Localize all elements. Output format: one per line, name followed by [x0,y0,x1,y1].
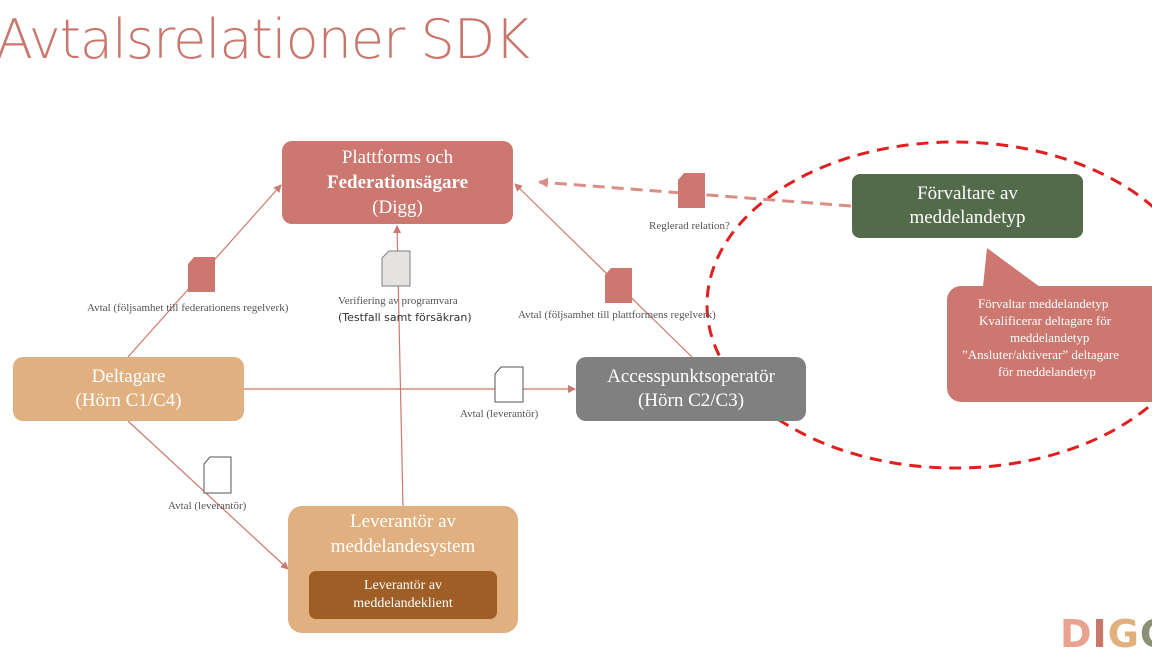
bubble-line-5: för meddelandetyp [998,364,1096,379]
owner-line2: Federationsägare [326,172,469,193]
bubble-line-1: Förvaltar meddelandetyp [978,296,1109,311]
document-icon-regulated [678,173,705,208]
owner-box: Plattforms och Federationsägare (Digg) [282,141,513,224]
supplier-line1: Leverantör av [349,511,457,532]
document-icon-federation [188,257,215,292]
label-agreement-platform: Avtal (följsamhet till plattformens rege… [518,309,716,321]
label-agreement-supplier-left: Avtal (leverantör) [168,500,247,512]
manager-line2: meddelandetyp [909,207,1026,228]
manager-description-bubble: Förvaltar meddelandetyp Kvalificerar del… [947,286,1152,402]
document-icon-verification [381,250,411,287]
participant-line2: (Hörn C1/C4) [75,390,182,411]
label-agreement-supplier-right: Avtal (leverantör) [460,408,539,420]
supplier-line2: meddelandesystem [330,536,476,557]
client-line1: Leverantör av [363,578,443,593]
label-regulated-relation: Reglerad relation? [649,220,730,232]
arrow-operator-owner [514,183,693,358]
bubble-line-3: meddelandetyp [1010,330,1090,345]
bubble-line-2: Kvalificerar deltagare för [979,313,1112,328]
label-verification-line2: (Testfall samt försäkran) [338,311,472,324]
scope-ellipse [705,140,1152,470]
operator-box: Accesspunktsoperatör (Hörn C2/C3) [576,357,806,421]
bubble-pointer [982,248,1044,296]
label-agreement-federation: Avtal (följsamhet till federationens reg… [87,302,289,314]
manager-box: Förvaltare av meddelandetyp [852,174,1083,238]
client-box: Leverantör av meddelandeklient [309,571,497,619]
participant-line1: Deltagare [91,366,166,387]
document-icon-platform [605,268,632,303]
operator-line1: Accesspunktsoperatör [607,366,775,387]
document-icon-supplier-right [494,366,524,403]
slide-title: Avtalsrelationer SDK [0,8,530,71]
bubble-line-4: ”Ansluter/aktiverar” deltagare [962,347,1119,362]
owner-line3: (Digg) [372,197,423,218]
label-verification-line1: Verifiering av programvara [338,295,458,307]
arrow-participant-supplier [127,420,289,570]
participant-box: Deltagare (Hörn C1/C4) [13,357,244,421]
client-line2: meddelandeklient [353,596,453,611]
digg-logo: DIGG [1060,612,1152,656]
manager-line1: Förvaltare av [917,183,1018,204]
owner-line1: Plattforms och [341,147,454,168]
document-icon-supplier-left [203,456,232,494]
operator-line2: (Hörn C2/C3) [637,390,745,411]
logo-text: DIGG [1060,612,1152,656]
